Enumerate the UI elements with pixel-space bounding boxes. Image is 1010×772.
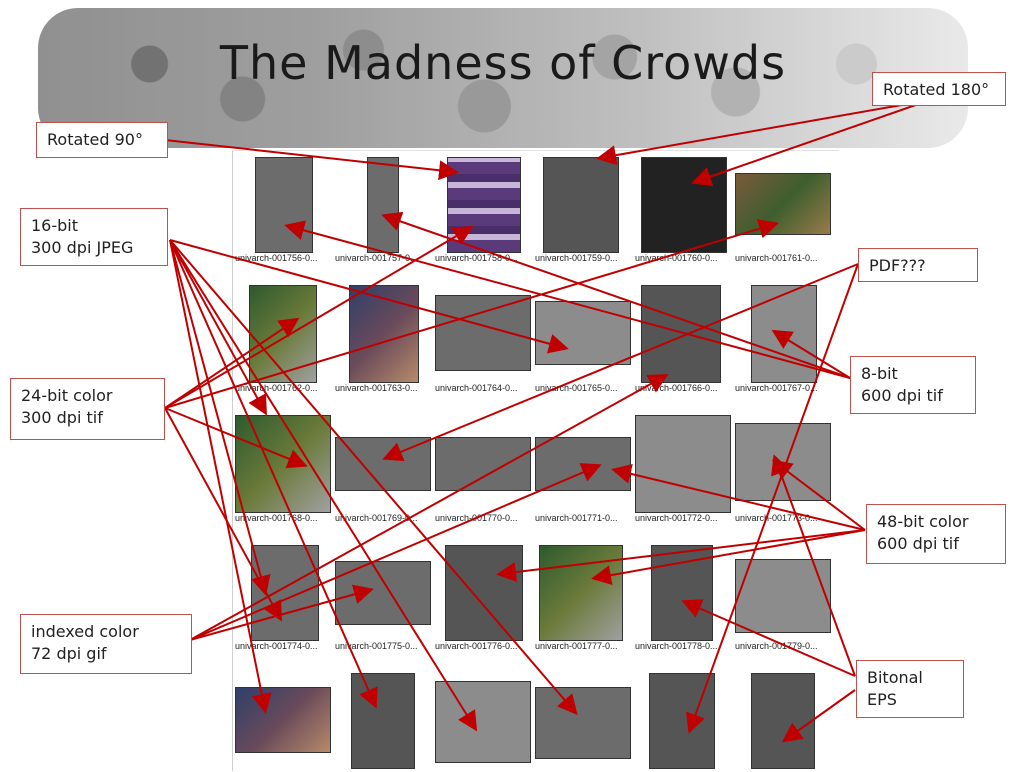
thumbnail-caption: univarch-001757-0... [335, 253, 418, 263]
arrow-line [169, 239, 378, 709]
thumbnail[interactable] [235, 415, 331, 513]
thumbnail[interactable] [641, 285, 721, 383]
thumbnail[interactable] [635, 415, 731, 513]
arrow-line [169, 239, 272, 714]
arrow-line [591, 529, 866, 586]
thumbnail-caption: univarch-001766-0... [635, 383, 718, 393]
thumbnail-caption: univarch-001759-0... [535, 253, 618, 263]
thumbnail[interactable] [435, 681, 531, 763]
arrow-line [781, 689, 856, 743]
thumbnail[interactable] [651, 545, 713, 641]
arrow-line [169, 239, 478, 732]
thumbnail[interactable] [535, 687, 631, 759]
thumbnail[interactable] [445, 545, 523, 641]
arrow-line [771, 459, 866, 531]
arrow-line [381, 211, 851, 379]
thumbnail-caption: univarch-001768-0... [235, 513, 318, 523]
arrow-line [164, 407, 282, 622]
arrow-line [691, 99, 931, 187]
arrow-line [164, 407, 308, 469]
arrow-line [284, 220, 851, 379]
arrow-line [169, 239, 267, 416]
thumbnail-caption: univarch-001756-0... [235, 253, 318, 263]
thumbnail-caption: univarch-001775-0... [335, 641, 418, 651]
thumbnail[interactable] [367, 157, 399, 253]
thumbnail[interactable] [535, 301, 631, 365]
label-8bit-tif: 8-bit 600 dpi tif [850, 356, 976, 414]
arrow-line [169, 239, 578, 716]
thumbnail-caption: univarch-001767-0... [735, 383, 818, 393]
thumbnail[interactable] [751, 673, 815, 769]
label-pdf: PDF??? [858, 248, 978, 282]
thumbnail-caption: univarch-001762-0... [235, 383, 318, 393]
thumbnail-caption: univarch-001769-0... [335, 513, 418, 523]
arrow-line [681, 599, 856, 677]
arrow-line [164, 317, 300, 409]
arrow-line [189, 463, 602, 641]
label-24bit-tif: 24-bit color 300 dpi tif [10, 378, 165, 440]
label-rotated-90: Rotated 90° [36, 122, 168, 158]
thumbnail[interactable] [735, 173, 831, 235]
thumbnail[interactable] [735, 559, 831, 633]
arrow-line [189, 374, 669, 641]
thumbnail-caption: univarch-001763-0... [335, 383, 418, 393]
label-rotated-180: Rotated 180° [872, 72, 1006, 106]
thumbnail-caption: univarch-001776-0... [435, 641, 518, 651]
arrow-line [164, 139, 459, 181]
thumbnail-caption: univarch-001778-0... [635, 641, 718, 651]
thumbnail-caption: univarch-001774-0... [235, 641, 318, 651]
thumbnail-caption: univarch-001773-0... [735, 513, 818, 523]
thumbnail-caption: univarch-001772-0... [635, 513, 718, 523]
arrow-line [611, 464, 866, 531]
thumbnail[interactable] [543, 157, 619, 253]
label-48bit-tif: 48-bit color 600 dpi tif [866, 504, 1006, 564]
arrow-line [164, 219, 779, 409]
arrow-line [771, 454, 856, 677]
label-16bit-jpeg: 16-bit 300 dpi JPEG [20, 208, 168, 266]
arrow-line [382, 263, 859, 462]
thumbnail-caption: univarch-001758-0... [435, 253, 518, 263]
thumbnail-caption: univarch-001777-0... [535, 641, 618, 651]
arrow-line [596, 99, 931, 166]
thumbnail-caption: univarch-001765-0... [535, 383, 618, 393]
arrow-line [164, 225, 474, 409]
thumbnail[interactable] [447, 157, 521, 253]
arrow-line [169, 239, 271, 596]
label-indexed-gif: indexed color 72 dpi gif [20, 614, 192, 674]
thumbnail[interactable] [351, 673, 415, 769]
page-title: The Madness of Crowds [219, 36, 787, 90]
arrow-line [169, 239, 569, 354]
thumbnail-caption: univarch-001764-0... [435, 383, 518, 393]
arrow-line [189, 584, 374, 641]
thumbnail[interactable] [235, 687, 331, 753]
header-banner-photo [38, 8, 968, 148]
arrow-line [771, 329, 851, 379]
thumbnail[interactable] [435, 437, 531, 491]
label-bitonal-eps: Bitonal EPS [856, 660, 964, 718]
arrow-line [686, 263, 859, 734]
thumbnail[interactable] [435, 295, 531, 371]
thumbnail-caption: univarch-001760-0... [635, 253, 718, 263]
thumbnail-caption: univarch-001761-0... [735, 253, 818, 263]
thumbnail-caption: univarch-001779-0... [735, 641, 818, 651]
thumbnail-caption: univarch-001771-0... [535, 513, 618, 523]
